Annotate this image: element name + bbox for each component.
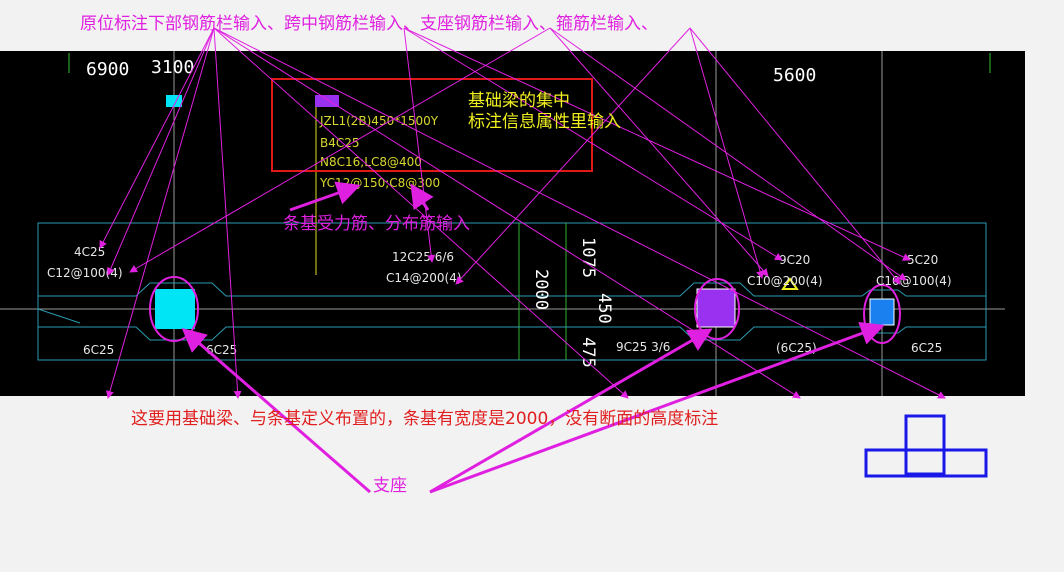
beam-label-line-3: N8C16;LC8@400 — [320, 155, 422, 169]
rebar-right-top-1: 9C20 — [779, 253, 811, 267]
section-sketch — [864, 414, 988, 478]
dim-2000: 2000 — [531, 269, 551, 310]
rebar-left-bottom-1: 6C25 — [83, 343, 115, 357]
rebar-left-bottom-2: 6C25 — [206, 343, 238, 357]
cyan-marker — [166, 95, 182, 107]
rebar-left-top: 4C25 — [74, 245, 106, 259]
annotation-support: 支座 — [373, 476, 407, 496]
dim-3100: 3100 — [151, 57, 195, 78]
beam-label-line-1: JZL1(2B)450*1500Y — [320, 114, 439, 128]
beam-label-line-2: B4C25 — [320, 136, 360, 150]
rebar-mid-stirrup: C14@200(4) — [386, 271, 462, 285]
dim-1075: 1075 — [578, 237, 598, 278]
purple-marker — [315, 95, 339, 107]
rebar-left-stirrup: C12@100(4) — [47, 266, 123, 280]
rebar-right-bottom-2: (6C25) — [776, 341, 817, 355]
annotation-collective-2: 标注信息属性里输入 — [468, 112, 621, 132]
dim-475: 475 — [578, 337, 598, 368]
annotation-collective-1: 基础梁的集中 — [468, 91, 570, 111]
rebar-right-stirrup-1: C10@200(4) — [747, 274, 823, 288]
blue-column — [869, 298, 895, 326]
rebar-right-stirrup-2: C10@100(4) — [876, 274, 952, 288]
rebar-mid-top: 12C25 6/6 — [392, 250, 455, 264]
annotation-top-line: 原位标注下部钢筋栏输入、跨中钢筋栏输入、支座钢筋栏输入、箍筋栏输入、 — [80, 14, 658, 34]
cyan-column — [155, 289, 195, 329]
annotation-bottom-note: 这要用基础梁、与条基定义布置的，条基有宽度是2000，没有断面的高度标注 — [131, 409, 719, 429]
rebar-right-bottom-3: 6C25 — [911, 341, 943, 355]
annotation-strip-rebar: 条基受力筋、分布筋输入 — [283, 214, 470, 234]
dim-5600: 5600 — [773, 65, 817, 86]
dim-450: 450 — [594, 293, 614, 324]
rebar-right-top-2: 5C20 — [907, 253, 939, 267]
dim-6900: 6900 — [86, 59, 130, 80]
beam-label-line-4: YC12@150;C8@300 — [320, 176, 441, 190]
rebar-right-bottom-1: 9C25 3/6 — [616, 340, 671, 354]
purple-column — [696, 288, 736, 328]
